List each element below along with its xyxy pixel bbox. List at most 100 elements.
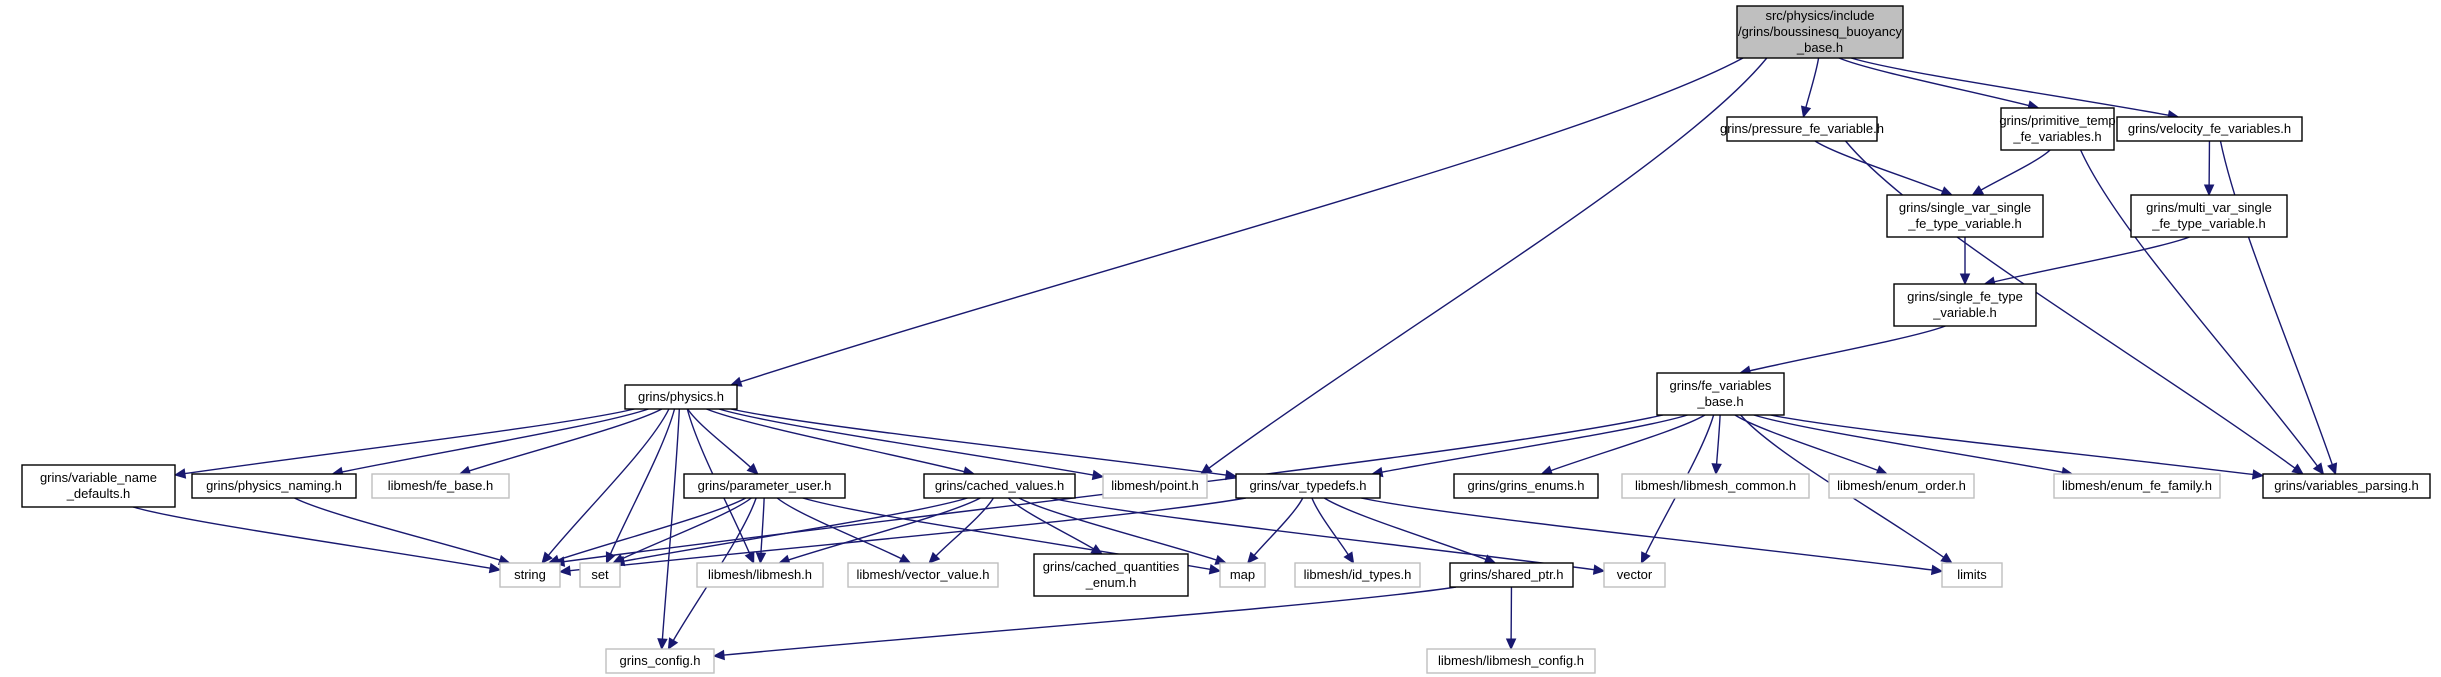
edges-layer	[132, 57, 2338, 661]
node-sfetype[interactable]: grins/single_fe_type_variable.h	[1893, 283, 2037, 327]
arrowhead	[2312, 462, 2325, 475]
arrowhead	[667, 637, 679, 651]
arrowhead	[1343, 551, 1355, 565]
node-box	[1426, 648, 1596, 674]
arrowhead	[744, 551, 755, 565]
node-label-line: grins/shared_ptr.h	[1459, 567, 1563, 582]
node-label-line: _base.h	[1696, 394, 1743, 409]
node-box	[1656, 372, 1785, 416]
arrowhead	[1940, 186, 1954, 197]
node-paramuser[interactable]: grins/parameter_user.h	[683, 473, 846, 499]
arrowhead	[1711, 463, 1722, 476]
node-varparsing[interactable]: grins/variables_parsing.h	[2262, 473, 2431, 499]
arrowhead	[1224, 469, 1238, 481]
node-limits: limits	[1941, 562, 2003, 588]
node-set: set	[579, 562, 621, 588]
node-label-line: grins/grins_enums.h	[1467, 478, 1584, 493]
node-enumorder: libmesh/enum_order.h	[1828, 473, 1975, 499]
node-label-line: grins/velocity_fe_variables.h	[2128, 121, 2291, 136]
node-cqenum[interactable]: grins/cached_quantities_enum.h	[1033, 553, 1189, 597]
arrowhead	[1971, 185, 1985, 196]
node-box	[1621, 473, 1810, 499]
edge-vartypedefs-to-map	[1253, 497, 1304, 556]
edge-pressure-to-ssvar	[1814, 140, 1943, 192]
nodes-layer: src/physics/include/grins/boussinesq_buo…	[21, 5, 2431, 674]
node-pressure[interactable]: grins/pressure_fe_variable.h	[1720, 116, 1884, 142]
node-enums[interactable]: grins/grins_enums.h	[1453, 473, 1599, 499]
node-box	[847, 562, 999, 588]
node-box	[191, 473, 357, 499]
node-lmconfig: libmesh/libmesh_config.h	[1426, 648, 1596, 674]
arrowhead	[2291, 463, 2304, 475]
arrowhead	[755, 552, 767, 565]
edge-physics-to-physnaming	[342, 408, 649, 473]
node-box	[499, 562, 561, 588]
node-vartypedefs[interactable]: grins/var_typedefs.h	[1235, 473, 1381, 499]
arrowhead	[1090, 544, 1104, 555]
node-label-line: grins/primitive_temp	[1999, 113, 2115, 128]
node-box	[696, 562, 824, 588]
node-label-line: libmesh/libmesh_config.h	[1438, 653, 1584, 668]
node-box	[1941, 562, 2003, 588]
edge-physics-to-vartypedefs	[730, 408, 1227, 476]
edge-root-to-physics	[740, 57, 1744, 383]
node-box	[605, 648, 715, 674]
node-label-line: grins/single_fe_type	[1907, 289, 2023, 304]
node-box	[923, 473, 1076, 499]
arrowhead	[712, 649, 725, 661]
node-physnaming[interactable]: grins/physics_naming.h	[191, 473, 357, 499]
node-physics[interactable]: grins/physics.h	[624, 384, 738, 410]
node-label-line: grins/physics_naming.h	[206, 478, 342, 493]
node-grinsconfig: grins_config.h	[605, 648, 715, 674]
node-box	[371, 473, 510, 499]
node-label-line: _enum.h	[1085, 575, 1137, 590]
arrowhead	[928, 551, 941, 564]
edge-physics-to-point	[718, 408, 1094, 476]
node-string: string	[499, 562, 561, 588]
node-label-line: libmesh/fe_base.h	[388, 478, 494, 493]
node-box	[1219, 562, 1266, 588]
node-label-line: grins/multi_var_single	[2146, 200, 2272, 215]
node-box	[1828, 473, 1975, 499]
node-multivar[interactable]: grins/multi_var_single_fe_type_variable.…	[2130, 194, 2288, 238]
node-fevars[interactable]: grins/fe_variables_base.h	[1656, 372, 1785, 416]
node-box	[683, 473, 846, 499]
edge-varname-to-string	[132, 506, 491, 569]
node-box	[21, 464, 176, 508]
edge-fevars-to-varparsing	[1770, 414, 2254, 476]
node-label-line: vector	[1617, 567, 1653, 582]
edge-root-to-point	[1208, 57, 1768, 469]
node-label-line: libmesh/enum_order.h	[1837, 478, 1966, 493]
arrowhead	[2327, 462, 2338, 476]
arrowhead	[1091, 469, 1105, 481]
node-box	[2130, 194, 2288, 238]
node-label-line: libmesh/enum_fe_family.h	[2062, 478, 2212, 493]
arrowhead	[605, 551, 616, 565]
node-velocity[interactable]: grins/velocity_fe_variables.h	[2116, 116, 2303, 142]
node-cached[interactable]: grins/cached_values.h	[923, 473, 1076, 499]
node-primtemp[interactable]: grins/primitive_temp_fe_variables.h	[1999, 107, 2116, 151]
node-box	[1603, 562, 1666, 588]
edge-paramuser-to-string	[558, 497, 747, 561]
node-root[interactable]: src/physics/include/grins/boussinesq_buo…	[1736, 5, 1904, 59]
edge-multivar-to-sfetype	[1994, 236, 2190, 283]
node-label-line: src/physics/include	[1765, 8, 1874, 23]
node-label-line: grins/fe_variables	[1670, 378, 1772, 393]
edge-fevars-to-vartypedefs	[1381, 414, 1688, 473]
node-sharedptr[interactable]: grins/shared_ptr.h	[1449, 562, 1574, 588]
node-libmesh: libmesh/libmesh.h	[696, 562, 824, 588]
node-box	[624, 384, 738, 410]
node-febase: libmesh/fe_base.h	[371, 473, 510, 499]
edge-velocity-to-varparsing	[2219, 140, 2333, 465]
arrowhead	[1800, 105, 1812, 119]
node-box	[2262, 473, 2431, 499]
node-ssvar[interactable]: grins/single_var_single_fe_type_variable…	[1886, 194, 2044, 238]
edge-cached-to-vecvalue	[935, 497, 994, 557]
node-box	[1736, 5, 1904, 59]
edge-sfetype-to-fevars	[1749, 325, 1946, 372]
arrowhead	[1505, 638, 1517, 651]
arrowhead	[2251, 469, 2265, 480]
node-box	[1726, 116, 1878, 142]
node-varname[interactable]: grins/variable_name_defaults.h	[21, 464, 176, 508]
